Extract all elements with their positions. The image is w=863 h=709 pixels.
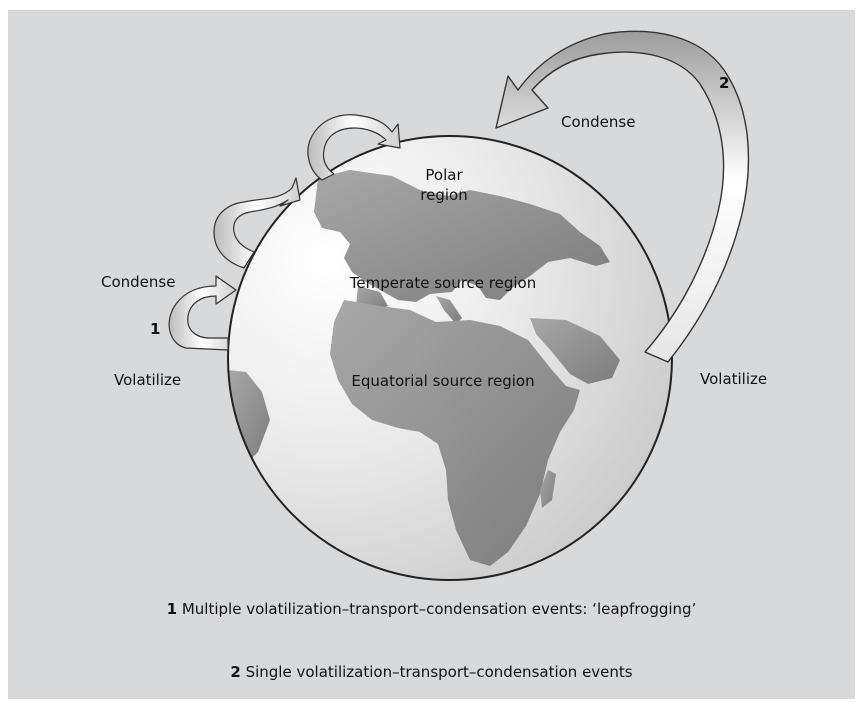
condense-label-right: Condense: [561, 113, 636, 131]
equatorial-region-label: Equatorial source region: [351, 372, 535, 390]
caption-1: 1 Multiple volatilization–transport–cond…: [0, 600, 863, 618]
caption-1-number: 1: [166, 600, 178, 618]
caption-2-text: Single volatilization–transport–condensa…: [245, 663, 633, 681]
caption-2: 2 Single volatilization–transport–conden…: [0, 663, 863, 681]
single-event-arrow: [495, 30, 750, 363]
polar-region-label-line1: Polar: [425, 166, 463, 184]
leapfrog-arrow-1: [168, 275, 237, 351]
caption-2-number: 2: [230, 663, 241, 681]
temperate-region-label: Temperate source region: [349, 274, 537, 292]
condense-label-left: Condense: [101, 273, 176, 291]
leapfrog-arrow-2: [213, 177, 301, 269]
leapfrog-arrows: [168, 114, 401, 351]
leapfrog-arrow-3: [307, 114, 401, 181]
volatilize-label-right: Volatilize: [700, 370, 768, 388]
polar-region-label-line2: region: [420, 186, 468, 204]
event-number-2: 2: [719, 74, 730, 92]
caption-1-text: Multiple volatilization–transport–conden…: [181, 600, 697, 618]
globe: [227, 135, 673, 581]
volatilize-label-left: Volatilize: [114, 371, 182, 389]
event-number-1: 1: [150, 320, 161, 338]
